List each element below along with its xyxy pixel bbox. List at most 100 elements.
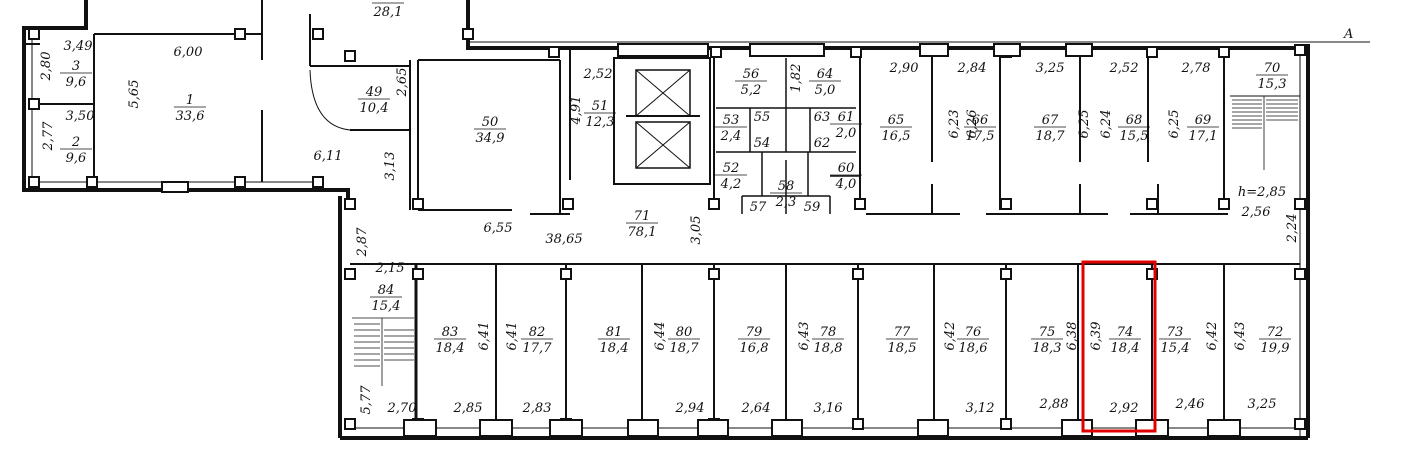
stair-84: [352, 317, 414, 386]
room-area: 4,2: [720, 177, 742, 192]
dimension-label: 6,43: [797, 322, 812, 351]
dimension-label: 6,26: [965, 110, 980, 139]
room-area: 15,4: [372, 299, 401, 314]
room-number: 49: [365, 85, 383, 100]
column: [710, 46, 722, 58]
room-number: 64: [817, 67, 834, 82]
room-label-57: 57: [750, 200, 767, 215]
room-label-58: 582,3: [770, 179, 802, 210]
wall-pier: [479, 419, 513, 437]
room-number: 69: [1195, 113, 1212, 128]
column: [312, 176, 324, 188]
room-number: 75: [1039, 325, 1056, 340]
room-label-1: 133,6: [174, 93, 206, 124]
dimension-label: 6,23: [947, 110, 962, 139]
column: [344, 50, 356, 62]
dimension-label: 2,84: [957, 61, 987, 76]
elevator-shaft: [613, 57, 711, 185]
dimension-label: 2,77: [41, 121, 56, 152]
dimension-label: 2,92: [1109, 401, 1139, 416]
dimension-label: 3,50: [66, 109, 95, 124]
room-number: 56: [743, 67, 760, 82]
room-number: 54: [754, 136, 771, 151]
room-area: 17,1: [1189, 129, 1218, 144]
axis-label: A: [1343, 27, 1353, 42]
dimension-label: 6,44: [653, 322, 668, 351]
dimension-label: 2,70: [387, 401, 417, 416]
wall-pier: [617, 43, 709, 57]
column: [850, 46, 862, 58]
room-area: 18,6: [959, 341, 988, 356]
column: [344, 268, 356, 280]
column: [1294, 198, 1306, 210]
column: [852, 268, 864, 280]
room-number: 55: [754, 110, 771, 125]
room-area: 5,0: [815, 83, 836, 98]
room-area: 4,0: [835, 177, 857, 192]
column: [234, 176, 246, 188]
room-number: 77: [894, 325, 911, 340]
room-number: 70: [1264, 61, 1281, 76]
wall-pier: [1135, 419, 1169, 437]
room-area: 10,4: [360, 101, 389, 116]
room-number: 48: [379, 0, 397, 4]
wall-pier: [993, 43, 1021, 57]
room-area: 18,5: [888, 341, 917, 356]
column: [234, 28, 246, 40]
dimension-label: 3,13: [383, 152, 398, 181]
dimension-label: 5,65: [127, 80, 142, 109]
room-area: 16,5: [882, 129, 911, 144]
room-number: 76: [965, 325, 982, 340]
highlighted-room-74[interactable]: [1081, 260, 1157, 433]
room-area: 19,9: [1261, 341, 1290, 356]
wall-pier: [627, 419, 659, 437]
dimension-label: 6,25: [1077, 110, 1092, 139]
room-label-62: 62: [814, 136, 831, 151]
dimension-label: 2,52: [1109, 61, 1139, 76]
columns: [28, 28, 1306, 437]
dimension-label: 2,88: [1039, 397, 1069, 412]
room-number: 66: [972, 113, 989, 128]
dimension-label: 3,12: [966, 401, 995, 416]
room-number: 58: [778, 179, 795, 194]
room-area: 16,8: [740, 341, 769, 356]
column: [548, 46, 560, 58]
room-label-55: 55: [754, 110, 771, 125]
elevator-cross: [635, 69, 691, 117]
dimension-label: 6,43: [1233, 322, 1248, 351]
room-label-54: 54: [754, 136, 771, 151]
room-label-3: 39,6: [60, 59, 92, 90]
dimension-label: 2,65: [395, 68, 410, 98]
dimension-label: h=2,85: [1238, 185, 1286, 200]
wall-pier: [549, 419, 583, 437]
room-area: 34,9: [476, 131, 505, 146]
column: [1000, 418, 1012, 430]
dimension-label: 2,87: [355, 227, 370, 258]
room-area: 15,4: [1161, 341, 1190, 356]
column: [852, 418, 864, 430]
column: [28, 98, 40, 110]
dimension-label: 3,16: [814, 401, 843, 416]
dimension-label: 2,56: [1241, 205, 1271, 220]
room-area: 5,2: [741, 83, 762, 98]
dimension-label: 6,55: [484, 221, 513, 236]
room-area: 18,7: [670, 341, 700, 356]
column: [708, 268, 720, 280]
dimension-label: 5,77: [359, 385, 374, 415]
wall-pier: [1061, 419, 1093, 437]
room-number: 50: [482, 115, 499, 130]
dimension-label: 6,24: [1099, 110, 1114, 139]
